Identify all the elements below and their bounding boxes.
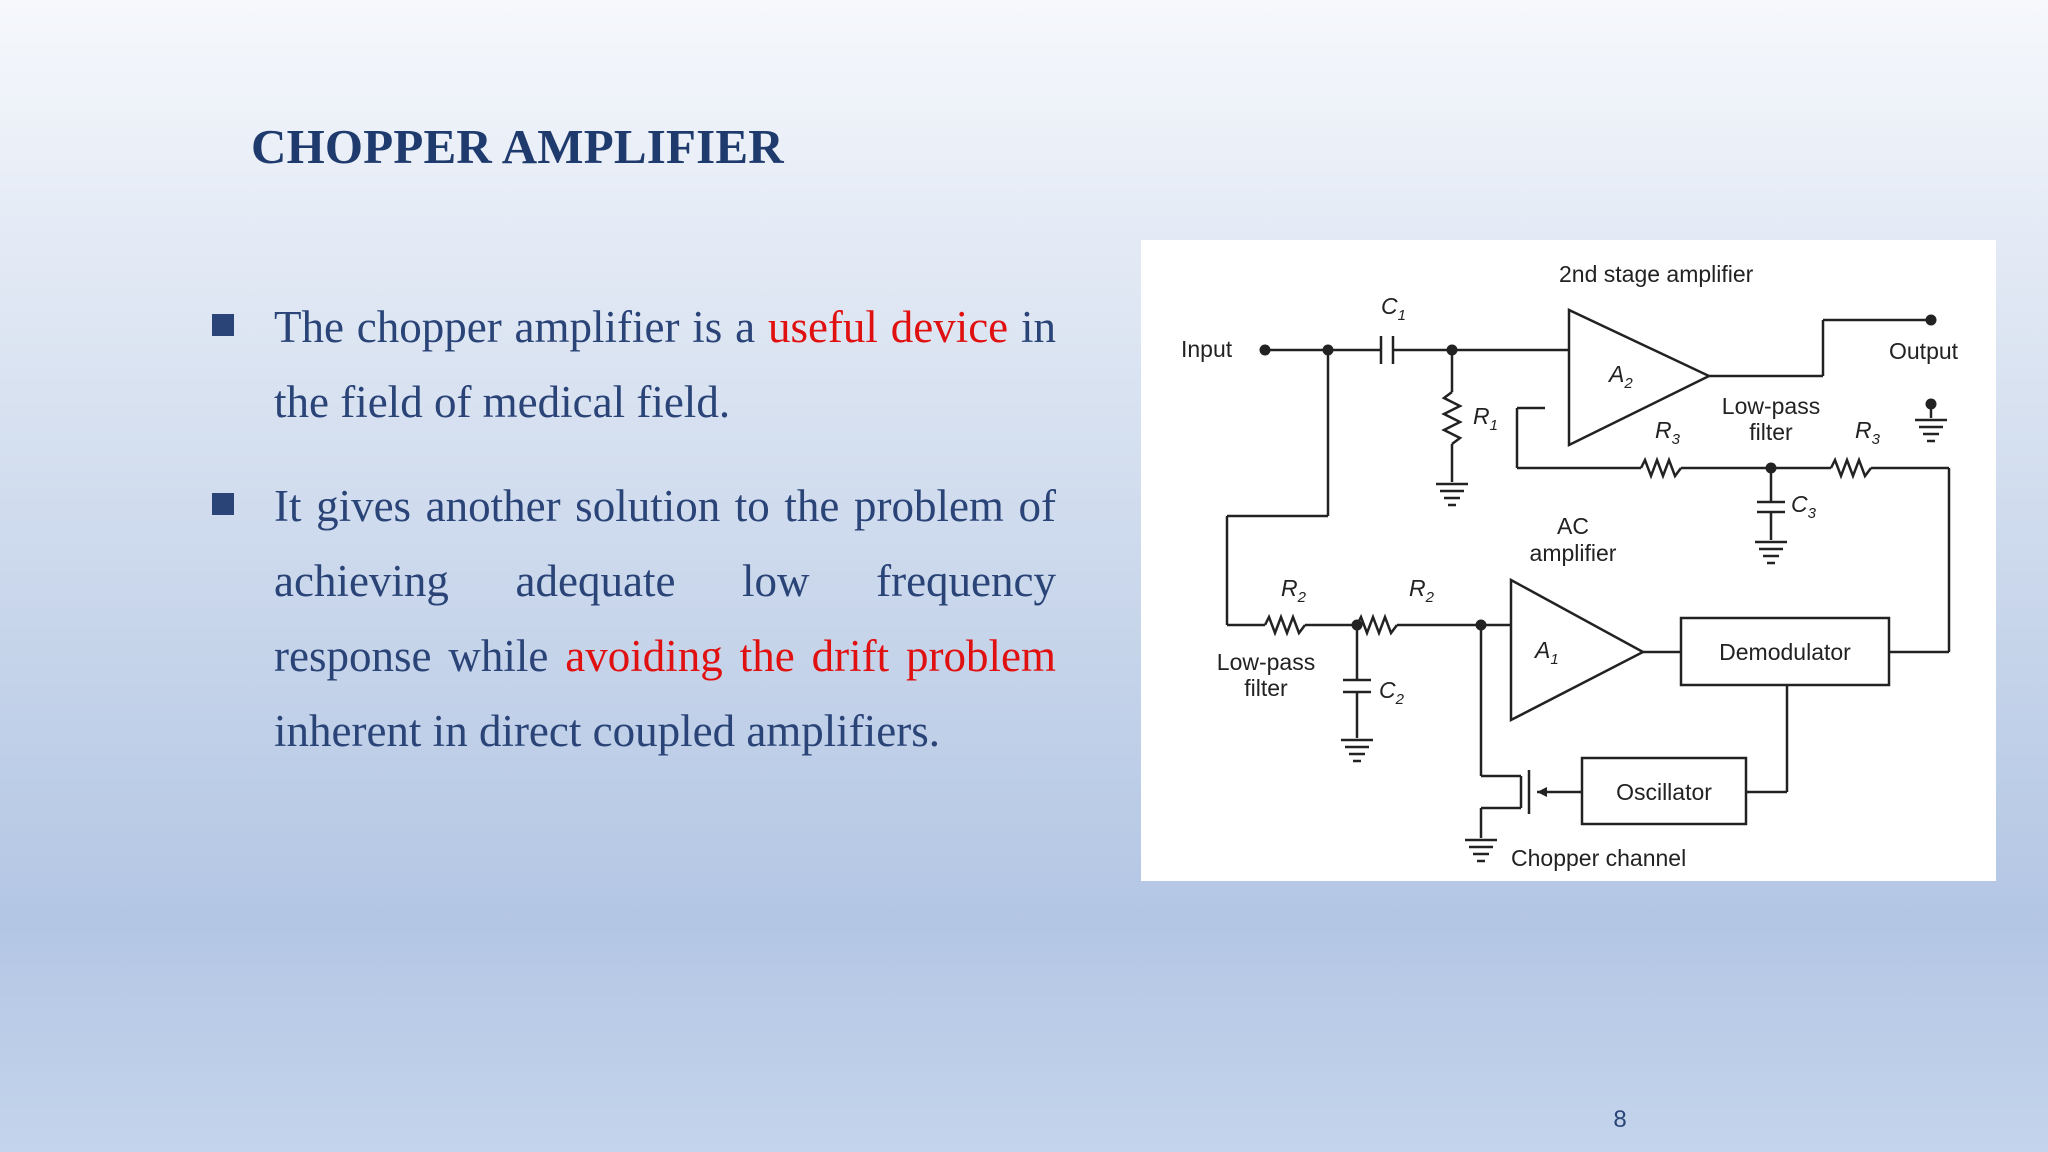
bullet-text: The chopper amplifier is a: [274, 302, 768, 352]
r2-right-label: R2: [1409, 575, 1435, 606]
bullet-list: The chopper amplifier is a useful device…: [210, 290, 1056, 769]
circuit-wires: [1225, 318, 1951, 838]
square-bullet-icon: [212, 314, 234, 336]
a1-label: A1: [1533, 637, 1559, 668]
oscillator-label: Oscillator: [1616, 779, 1712, 805]
ac-amp-label-2: amplifier: [1530, 540, 1617, 566]
a2-label: A2: [1607, 361, 1633, 392]
square-bullet-icon: [212, 493, 234, 515]
r3-right-label: R3: [1855, 417, 1881, 448]
highlighted-text: avoiding the drift problem: [565, 631, 1056, 681]
circuit-diagram: 2nd stage amplifier Input Output C1 R1 A…: [1141, 240, 1996, 881]
bullet-item: The chopper amplifier is a useful device…: [210, 290, 1056, 440]
output-label: Output: [1889, 338, 1959, 364]
c3-label: C3: [1791, 491, 1817, 522]
demodulator-box: [1679, 616, 1891, 687]
a1-amplifier: [1509, 577, 1646, 723]
gate-arrow-icon: [1537, 787, 1547, 797]
circuit-schematic: 2nd stage amplifier Input Output C1 R1 A…: [1181, 261, 1959, 871]
ground-symbols: [1341, 404, 1947, 863]
a2-amplifier: [1567, 308, 1712, 448]
bullet-item: It gives another solution to the problem…: [210, 469, 1056, 769]
junction-dots: [1259, 314, 1937, 631]
oscillator-box: [1580, 756, 1748, 826]
r3-left-label: R3: [1655, 417, 1681, 448]
ac-amp-label-1: AC: [1557, 513, 1589, 539]
stage2-label: 2nd stage amplifier: [1559, 261, 1754, 287]
lpf-bottom-label-2: filter: [1244, 675, 1288, 701]
lpf-top-label-2: filter: [1749, 419, 1793, 445]
c1-label: C1: [1381, 293, 1406, 324]
r2-left-label: R2: [1281, 575, 1307, 606]
highlighted-text: useful device: [767, 302, 1009, 352]
bullet-text: inherent in direct coupled amplifiers.: [274, 706, 941, 756]
page-number: 8: [1613, 1106, 1627, 1133]
c2-label: C2: [1379, 677, 1405, 708]
chopper-channel-label: Chopper channel: [1511, 845, 1686, 871]
lpf-top-label-1: Low-pass: [1722, 393, 1820, 419]
bullet-text: in the field of medical field.: [274, 302, 1056, 427]
r1-label: R1: [1473, 403, 1498, 434]
bullet-text: It gives another solution to the problem…: [274, 481, 1056, 681]
demodulator-label: Demodulator: [1719, 639, 1851, 665]
slide-title: CHOPPER AMPLIFIER: [251, 119, 784, 174]
lpf-bottom-label-1: Low-pass: [1217, 649, 1315, 675]
input-label: Input: [1181, 336, 1233, 362]
